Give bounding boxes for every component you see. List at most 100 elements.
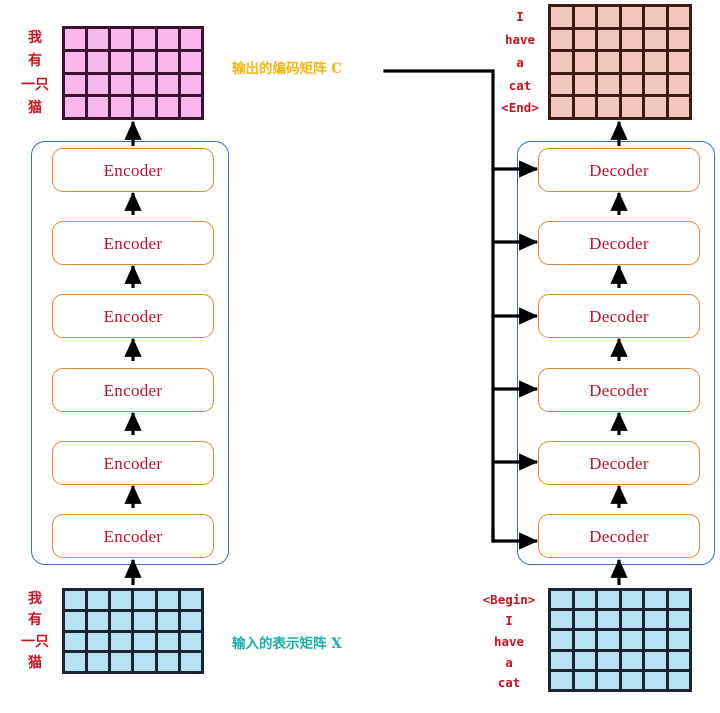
encoder-unit-3[interactable]: Encoder [52, 368, 214, 412]
matrix-cell [574, 97, 595, 117]
token-decoder-output-3: cat [508, 77, 532, 93]
matrix-cell [598, 651, 619, 669]
matrix-cell [551, 651, 572, 669]
matrix-cell [551, 631, 572, 649]
matrix-cell [598, 52, 619, 72]
matrix-cell [88, 29, 109, 49]
matrix-cell [574, 74, 595, 95]
encoder-input-token-labels: 我有一只猫 [14, 588, 56, 674]
matrix-cell [65, 632, 86, 651]
matrix-cell [574, 611, 595, 629]
matrix-cell [598, 29, 619, 50]
token-encoder-output-3: 猫 [28, 100, 42, 117]
matrix-cell [621, 7, 642, 27]
decoder-unit-label: Decoder [589, 306, 649, 326]
matrix-cell [574, 7, 595, 27]
matrix-cell [621, 74, 642, 95]
matrix-cell [621, 611, 642, 629]
matrix-cell [111, 51, 132, 72]
matrix-cell [157, 632, 178, 651]
matrix-cell [157, 97, 178, 117]
matrix-cell [645, 52, 666, 72]
matrix-cell [65, 74, 86, 95]
decoder-unit-1[interactable]: Decoder [538, 514, 700, 558]
matrix-cell [157, 51, 178, 72]
matrix-cell [88, 591, 109, 609]
decoder-stack-container [517, 141, 715, 565]
encoder-unit-1[interactable]: Encoder [52, 514, 214, 558]
matrix-cell [621, 651, 642, 669]
matrix-cell [551, 7, 572, 27]
token-decoder-input-4: cat [497, 675, 521, 691]
matrix-cell [551, 671, 572, 689]
matrix-cell [65, 97, 86, 117]
token-encoder-output-1: 有 [28, 53, 42, 70]
decoder-unit-label: Decoder [589, 526, 649, 546]
matrix-cell [598, 591, 619, 609]
matrix-cell [668, 611, 689, 629]
matrix-cell [157, 74, 178, 95]
encoder-unit-label: Encoder [103, 453, 163, 473]
matrix-cell [180, 611, 201, 630]
matrix-cell [111, 653, 132, 671]
matrix-cell [180, 632, 201, 651]
matrix-cell [157, 591, 178, 609]
matrix-cell [598, 611, 619, 629]
matrix-cell [111, 591, 132, 609]
encoder-unit-label: Encoder [103, 160, 163, 180]
matrix-cell [551, 591, 572, 609]
matrix-cell [180, 29, 201, 49]
matrix-cell [645, 97, 666, 117]
decoder-unit-3[interactable]: Decoder [538, 368, 700, 412]
decoder-unit-6[interactable]: Decoder [538, 148, 700, 192]
decoder-output-matrix [548, 4, 692, 120]
matrix-cell [668, 631, 689, 649]
decoder-unit-5[interactable]: Decoder [538, 221, 700, 265]
matrix-cell [574, 631, 595, 649]
matrix-cell [645, 631, 666, 649]
encoder-unit-label: Encoder [103, 526, 163, 546]
matrix-cell [645, 74, 666, 95]
matrix-cell [621, 671, 642, 689]
matrix-cell [621, 591, 642, 609]
matrix-cell [88, 51, 109, 72]
decoder-unit-4[interactable]: Decoder [538, 294, 700, 338]
matrix-cell [668, 29, 689, 50]
encoder-unit-4[interactable]: Encoder [52, 294, 214, 338]
encoder-output-token-labels: 我有一只猫 [14, 26, 56, 120]
matrix-cell [574, 671, 595, 689]
matrix-cell [111, 29, 132, 49]
matrix-cell [598, 97, 619, 117]
encoder-output-caption: 输出的编码矩阵 C [232, 61, 342, 77]
matrix-cell [65, 591, 86, 609]
matrix-cell [88, 632, 109, 651]
matrix-cell [598, 671, 619, 689]
encoder-unit-label: Encoder [103, 380, 163, 400]
matrix-cell [134, 51, 155, 72]
decoder-unit-2[interactable]: Decoder [538, 441, 700, 485]
matrix-cell [645, 29, 666, 50]
matrix-cell [551, 74, 572, 95]
matrix-cell [180, 97, 201, 117]
matrix-cell [88, 97, 109, 117]
encoder-unit-6[interactable]: Encoder [52, 148, 214, 192]
matrix-cell [180, 51, 201, 72]
matrix-cell [645, 7, 666, 27]
encoder-unit-2[interactable]: Encoder [52, 441, 214, 485]
token-encoder-input-1: 有 [28, 612, 42, 629]
token-decoder-input-3: a [505, 654, 513, 670]
matrix-cell [668, 671, 689, 689]
token-decoder-output-1: have [504, 31, 536, 47]
encoder-unit-5[interactable]: Encoder [52, 221, 214, 265]
matrix-cell [157, 611, 178, 630]
matrix-cell [65, 51, 86, 72]
matrix-cell [111, 611, 132, 630]
token-encoder-input-0: 我 [28, 590, 42, 607]
encoder-output-matrix [62, 26, 204, 120]
matrix-cell [621, 97, 642, 117]
encoder-unit-label: Encoder [103, 306, 163, 326]
encoder-input-matrix [62, 588, 204, 674]
matrix-cell [574, 651, 595, 669]
matrix-cell [134, 653, 155, 671]
